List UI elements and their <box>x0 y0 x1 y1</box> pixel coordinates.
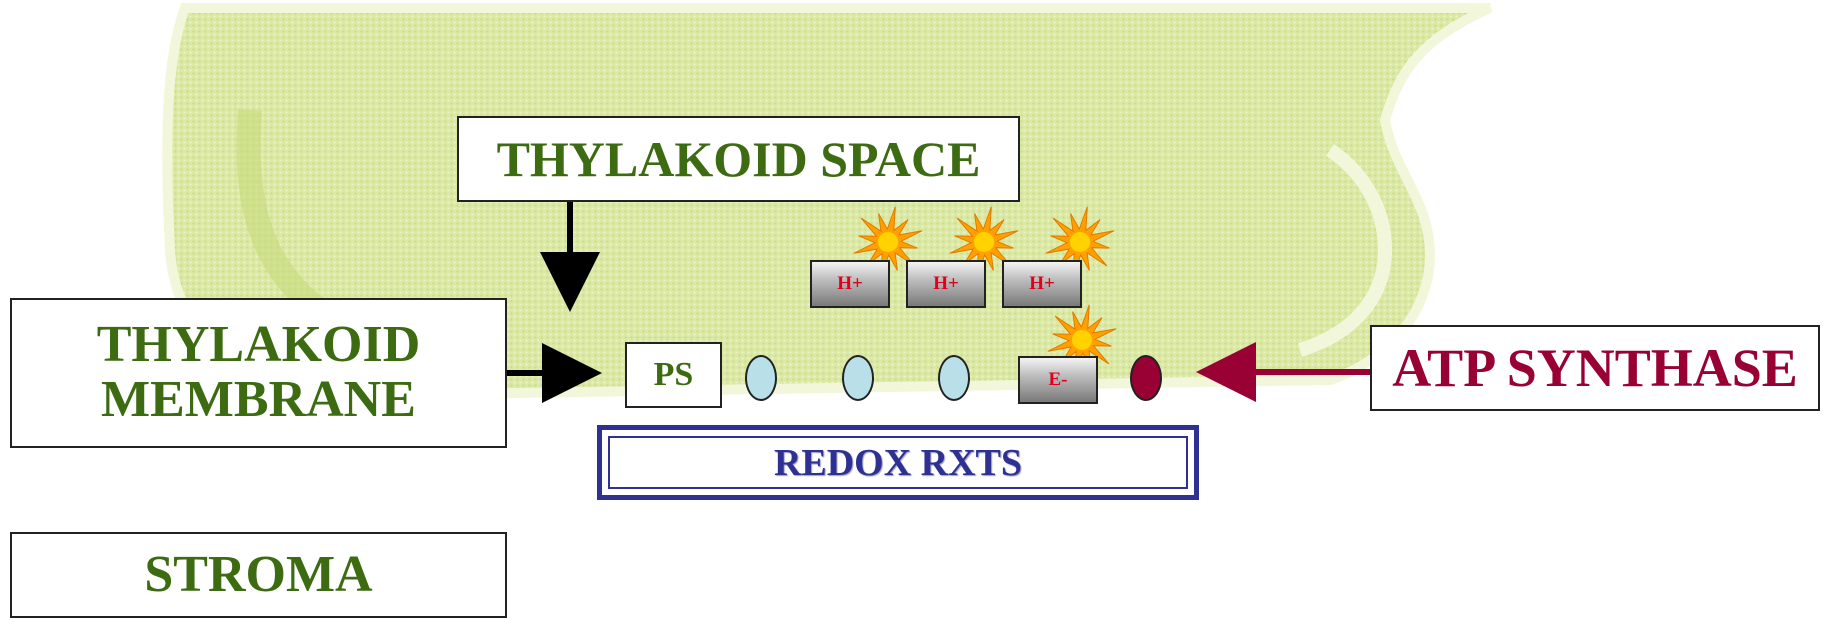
proton-box-2: H+ <box>906 260 986 308</box>
proton-label-3: H+ <box>1029 273 1055 294</box>
starburst-core <box>878 232 898 252</box>
thylakoid-space-text: THYLAKOID SPACE <box>496 130 981 187</box>
carrier-oval-3 <box>938 355 970 401</box>
photosystem-box: PS <box>625 342 722 408</box>
redox-text: REDOX RXTS <box>773 441 1023 484</box>
electron-box: E- <box>1018 356 1098 404</box>
stroma-label: STROMA <box>10 532 507 618</box>
thylakoid-membrane-line1: THYLAKOID <box>96 316 421 374</box>
proton-box-3: H+ <box>1002 260 1082 308</box>
carrier-oval-1 <box>745 355 777 401</box>
starburst-core <box>1072 330 1092 350</box>
redox-label: REDOX RXTS <box>597 425 1199 500</box>
starburst-icons <box>853 206 1117 376</box>
stroma-text: STROMA <box>144 545 373 603</box>
thylakoid-space-label: THYLAKOID SPACE <box>457 116 1020 202</box>
starburst-core <box>1070 232 1090 252</box>
atp-synthase-oval <box>1130 355 1162 401</box>
carrier-oval-2 <box>842 355 874 401</box>
proton-box-1: H+ <box>810 260 890 308</box>
photosystem-text: PS <box>653 356 694 393</box>
atp-synthase-label: ATP SYNTHASE <box>1370 325 1820 411</box>
electron-label: E- <box>1048 369 1068 390</box>
proton-label-2: H+ <box>933 273 959 294</box>
starburst-core <box>974 232 994 252</box>
thylakoid-membrane-line2: MEMBRANE <box>101 371 416 428</box>
atp-synthase-text: ATP SYNTHASE <box>1392 337 1798 398</box>
proton-label-1: H+ <box>837 273 863 294</box>
thylakoid-membrane-label: THYLAKOID MEMBRANE <box>10 298 507 448</box>
